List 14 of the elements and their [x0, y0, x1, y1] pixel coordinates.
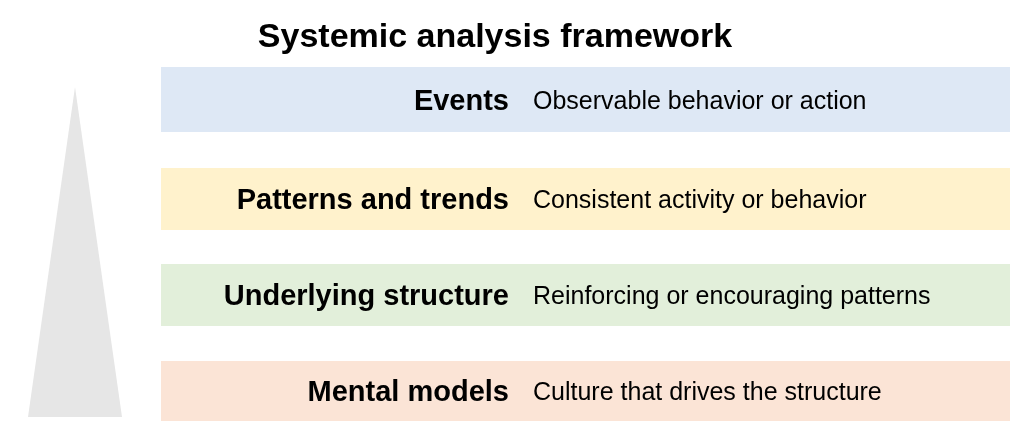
layer-band — [161, 67, 1010, 132]
layer-description: Observable behavior or action — [533, 84, 867, 115]
layer-description: Culture that drives the structure — [533, 376, 882, 406]
layer-description: Consistent activity or behavior — [533, 184, 867, 214]
layer-heading: Events — [413, 82, 509, 117]
layer-heading: Patterns and trends — [236, 182, 509, 216]
layer-heading: Underlying structure — [223, 278, 509, 312]
diagram-title: Systemic analysis framework — [256, 15, 734, 56]
layer-band — [161, 264, 1010, 326]
layer-heading: Mental models — [307, 374, 509, 408]
triangle-shape — [28, 87, 122, 417]
layer-band — [161, 168, 1010, 230]
layer-band — [161, 361, 1010, 421]
layer-description: Reinforcing or encouraging patterns — [533, 280, 931, 310]
